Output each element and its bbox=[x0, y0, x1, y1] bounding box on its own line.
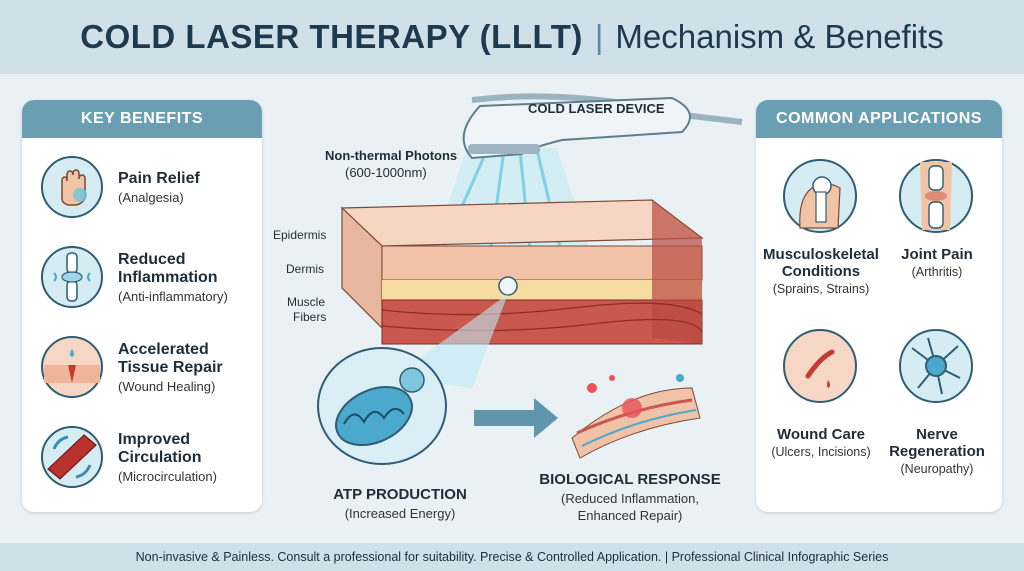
benefit-title: Pain Relief bbox=[118, 169, 200, 187]
application-item: Wound Care (Ulcers, Incisions) bbox=[756, 426, 886, 459]
application-item: Nerve Regeneration (Neuropathy) bbox=[872, 426, 1002, 476]
application-item: Musculoskeletal Conditions (Sprains, Str… bbox=[756, 246, 886, 296]
atp-production-title: ATP PRODUCTION bbox=[333, 486, 467, 503]
application-subtitle: (Ulcers, Incisions) bbox=[771, 445, 871, 459]
page-subtitle: Mechanism & Benefits bbox=[615, 18, 944, 55]
layer-label-dermis: Dermis bbox=[286, 262, 324, 276]
process-arrow-icon bbox=[474, 398, 558, 438]
benefit-item: Improved Circulation (Microcirculation) bbox=[22, 412, 262, 502]
common-applications-panel: COMMON APPLICATIONS Musculoskeletal Cond… bbox=[756, 100, 1002, 512]
application-subtitle: (Neuropathy) bbox=[900, 462, 974, 476]
application-subtitle: (Arthritis) bbox=[911, 265, 963, 279]
hand-pain-icon bbox=[41, 156, 103, 218]
title-separator: | bbox=[594, 18, 604, 55]
benefit-subtitle: (Wound Healing) bbox=[118, 378, 216, 394]
application-title-line2: Regeneration bbox=[889, 443, 985, 460]
benefit-title: Reduced bbox=[118, 250, 186, 268]
footer-bar: Non-invasive & Painless. Consult a profe… bbox=[0, 543, 1024, 571]
knee-joint-icon bbox=[41, 246, 103, 308]
mechanism-diagram bbox=[317, 93, 743, 465]
application-title: Nerve bbox=[916, 426, 958, 443]
knee-icon bbox=[899, 159, 973, 233]
benefit-title: Accelerated bbox=[118, 340, 209, 358]
biological-response-subtitle-2: Enhanced Repair) bbox=[577, 508, 683, 523]
benefit-title-line2: Inflammation bbox=[118, 268, 218, 286]
cold-laser-device bbox=[462, 93, 743, 160]
biological-response-title: BIOLOGICAL RESPONSE bbox=[539, 471, 721, 488]
benefit-item: Reduced Inflammation (Anti-inflammatory) bbox=[22, 232, 262, 322]
atp-production-subtitle: (Increased Energy) bbox=[344, 506, 456, 521]
benefit-title-line2: Tissue Repair bbox=[118, 358, 223, 376]
skin-layers bbox=[340, 199, 704, 345]
blood-vessel-icon bbox=[41, 426, 103, 488]
biological-response-illustration bbox=[571, 374, 701, 459]
wound-icon bbox=[783, 329, 857, 403]
page-title: COLD LASER THERAPY (LLLT) bbox=[80, 18, 583, 55]
layer-label-muscle: Muscle bbox=[287, 295, 326, 309]
benefit-item: Pain Relief (Analgesia) bbox=[22, 142, 262, 232]
footer-text: Non-invasive & Painless. Consult a profe… bbox=[135, 550, 889, 564]
benefit-title-line2: Circulation bbox=[118, 448, 202, 466]
application-title: Joint Pain bbox=[901, 246, 973, 263]
application-item: Joint Pain (Arthritis) bbox=[872, 246, 1002, 279]
header-banner: COLD LASER THERAPY (LLLT) | Mechanism & … bbox=[0, 0, 1024, 74]
device-label: COLD LASER DEVICE bbox=[528, 101, 665, 116]
benefit-item: Accelerated Tissue Repair (Wound Healing… bbox=[22, 322, 262, 412]
common-applications-heading: COMMON APPLICATIONS bbox=[756, 100, 1002, 138]
benefit-subtitle: (Microcirculation) bbox=[118, 468, 217, 484]
key-benefits-panel: KEY BENEFITS Pain Relief (Analgesia) Red… bbox=[22, 100, 262, 512]
layer-label-epidermis: Epidermis bbox=[273, 228, 327, 242]
photons-range-label: (600-1000nm) bbox=[345, 165, 427, 180]
photons-label: Non-thermal Photons bbox=[325, 148, 458, 163]
application-title: Wound Care bbox=[776, 426, 866, 443]
application-subtitle: (Sprains, Strains) bbox=[772, 282, 870, 296]
application-title-line2: Conditions bbox=[781, 263, 861, 280]
application-title: Musculoskeletal bbox=[763, 246, 879, 263]
benefit-subtitle: (Analgesia) bbox=[118, 189, 184, 205]
neuron-icon bbox=[899, 329, 973, 403]
layer-label-fibers: Fibers bbox=[293, 310, 327, 324]
key-benefits-heading: KEY BENEFITS bbox=[22, 100, 262, 138]
shoulder-icon bbox=[783, 159, 857, 233]
benefit-title: Improved bbox=[118, 430, 191, 448]
mitochondria-cell bbox=[317, 347, 447, 465]
tissue-repair-icon bbox=[41, 336, 103, 398]
benefit-subtitle: (Anti-inflammatory) bbox=[118, 288, 228, 304]
biological-response-subtitle-1: (Reduced Inflammation, bbox=[560, 491, 699, 506]
